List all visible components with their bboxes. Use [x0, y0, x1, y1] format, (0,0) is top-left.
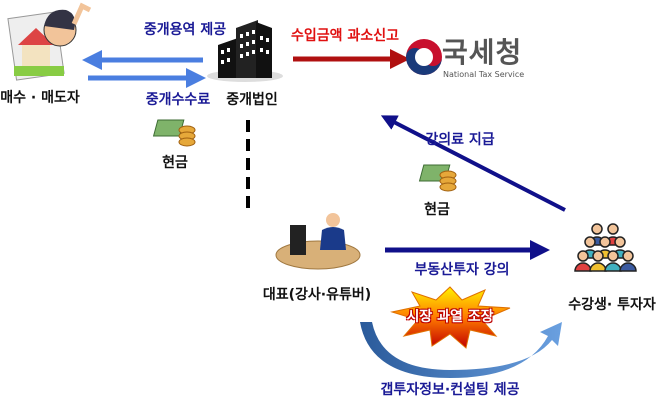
- cash-label: 현금: [162, 155, 188, 171]
- gap-info-label: 갭투자정보·컨설팅 제공: [380, 382, 520, 398]
- seller-illustration: [7, 2, 92, 81]
- students-label: 수강생· 투자자: [568, 297, 656, 313]
- brokerage-service-label: 중개용역 제공: [143, 22, 227, 38]
- nts-english-name: National Tax Service: [443, 70, 525, 79]
- corp-label: 중개법인: [226, 92, 278, 108]
- underreport-label: 수입금액 과소신고: [291, 28, 399, 44]
- cash-label: 현금: [424, 202, 450, 218]
- curved-arrow-gap-info: [360, 322, 562, 378]
- building-icon: [207, 20, 283, 82]
- seller-label: 매수 · 매도자: [0, 90, 80, 106]
- lecture-label: 부동산투자 강의: [414, 262, 510, 278]
- audience-icon: [574, 223, 637, 272]
- ceo-label: 대표(강사·유튜버): [262, 287, 372, 303]
- presenter-icon: [275, 213, 361, 270]
- cash-icon: [152, 119, 196, 147]
- nts-logo: [406, 39, 442, 75]
- brokerage-fee-label: 중개수수료: [145, 92, 211, 108]
- cash-icon: [418, 164, 457, 192]
- lecture-fee-label: 강의료 지급: [425, 132, 495, 148]
- nts-korean-name: 국세청: [442, 36, 523, 69]
- burst-label: 시장 과열 조장: [406, 309, 494, 325]
- arrow-lecture-fee: [380, 115, 566, 212]
- starburst: [390, 286, 511, 349]
